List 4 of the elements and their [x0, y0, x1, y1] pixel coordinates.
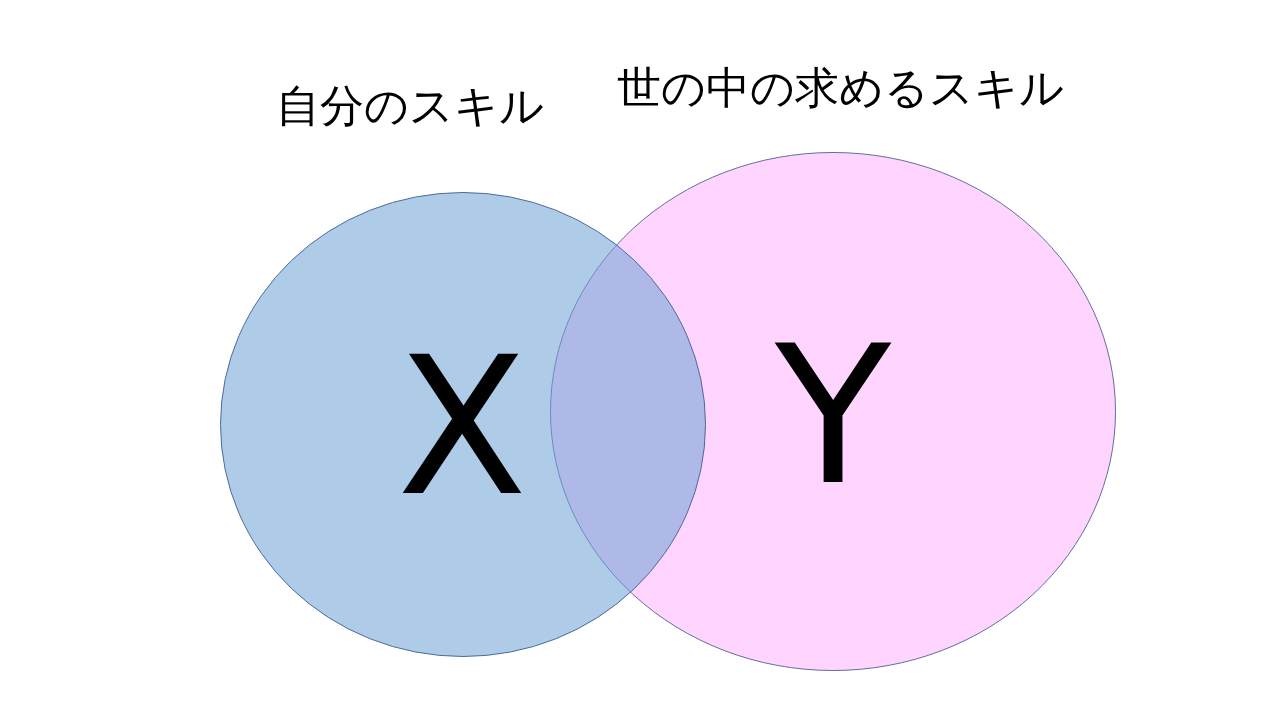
set-heading: 自分のスキル [275, 80, 545, 132]
set-heading: 世の中の求めるスキル [615, 62, 1065, 114]
set-letter: X [396, 333, 528, 523]
set-letter: Y [774, 322, 892, 512]
